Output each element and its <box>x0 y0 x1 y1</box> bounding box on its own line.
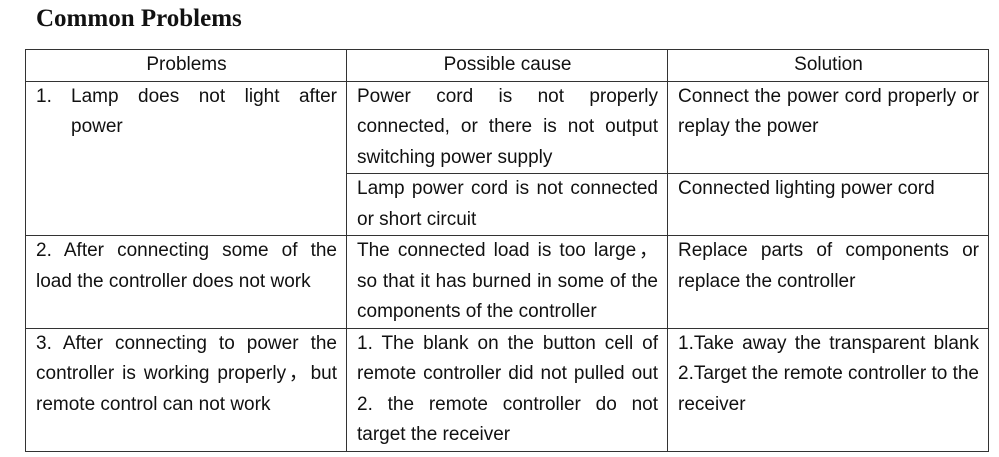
problem-text: Lamp does not light after power <box>71 85 337 138</box>
solution-cell: Connected lighting power cord <box>667 173 989 236</box>
header-possible-cause: Possible cause <box>346 49 668 82</box>
cause-cell: Lamp power cord is not connected or shor… <box>346 173 668 236</box>
table-row: Lamp power cord is not connected or shor… <box>26 173 989 236</box>
table-header-row: Problems Possible cause Solution <box>25 49 989 82</box>
problem-cell: 2. After connecting some of the load the… <box>25 235 347 329</box>
page-title: Common Problems <box>36 5 242 32</box>
header-problems: Problems <box>25 49 347 82</box>
common-problems-table: Problems Possible cause Solution 1. Lamp… <box>25 49 989 452</box>
solution-cell: 1.Take away the transparent blank 2.Targ… <box>667 327 989 452</box>
cause-cell: The connected load is too large，so that … <box>346 235 668 329</box>
solution-cell: Replace parts of components or replace t… <box>667 235 989 329</box>
problem-cell: 3. After connecting to power the control… <box>25 327 347 452</box>
cause-cell: 1. The blank on the button cell of remot… <box>346 327 668 452</box>
header-solution: Solution <box>667 49 989 82</box>
table-row: 3. After connecting to power the control… <box>25 327 989 452</box>
problem-number: 1. <box>36 85 52 107</box>
cause-cell: Power cord is not properly connected, or… <box>346 80 668 174</box>
table-row: 1. Lamp does not light after power Power… <box>25 80 989 236</box>
problem-cell: 1. Lamp does not light after power <box>25 80 347 236</box>
solution-cell: Connect the power cord properly or repla… <box>667 80 989 174</box>
table-row: 2. After connecting some of the load the… <box>25 235 989 329</box>
